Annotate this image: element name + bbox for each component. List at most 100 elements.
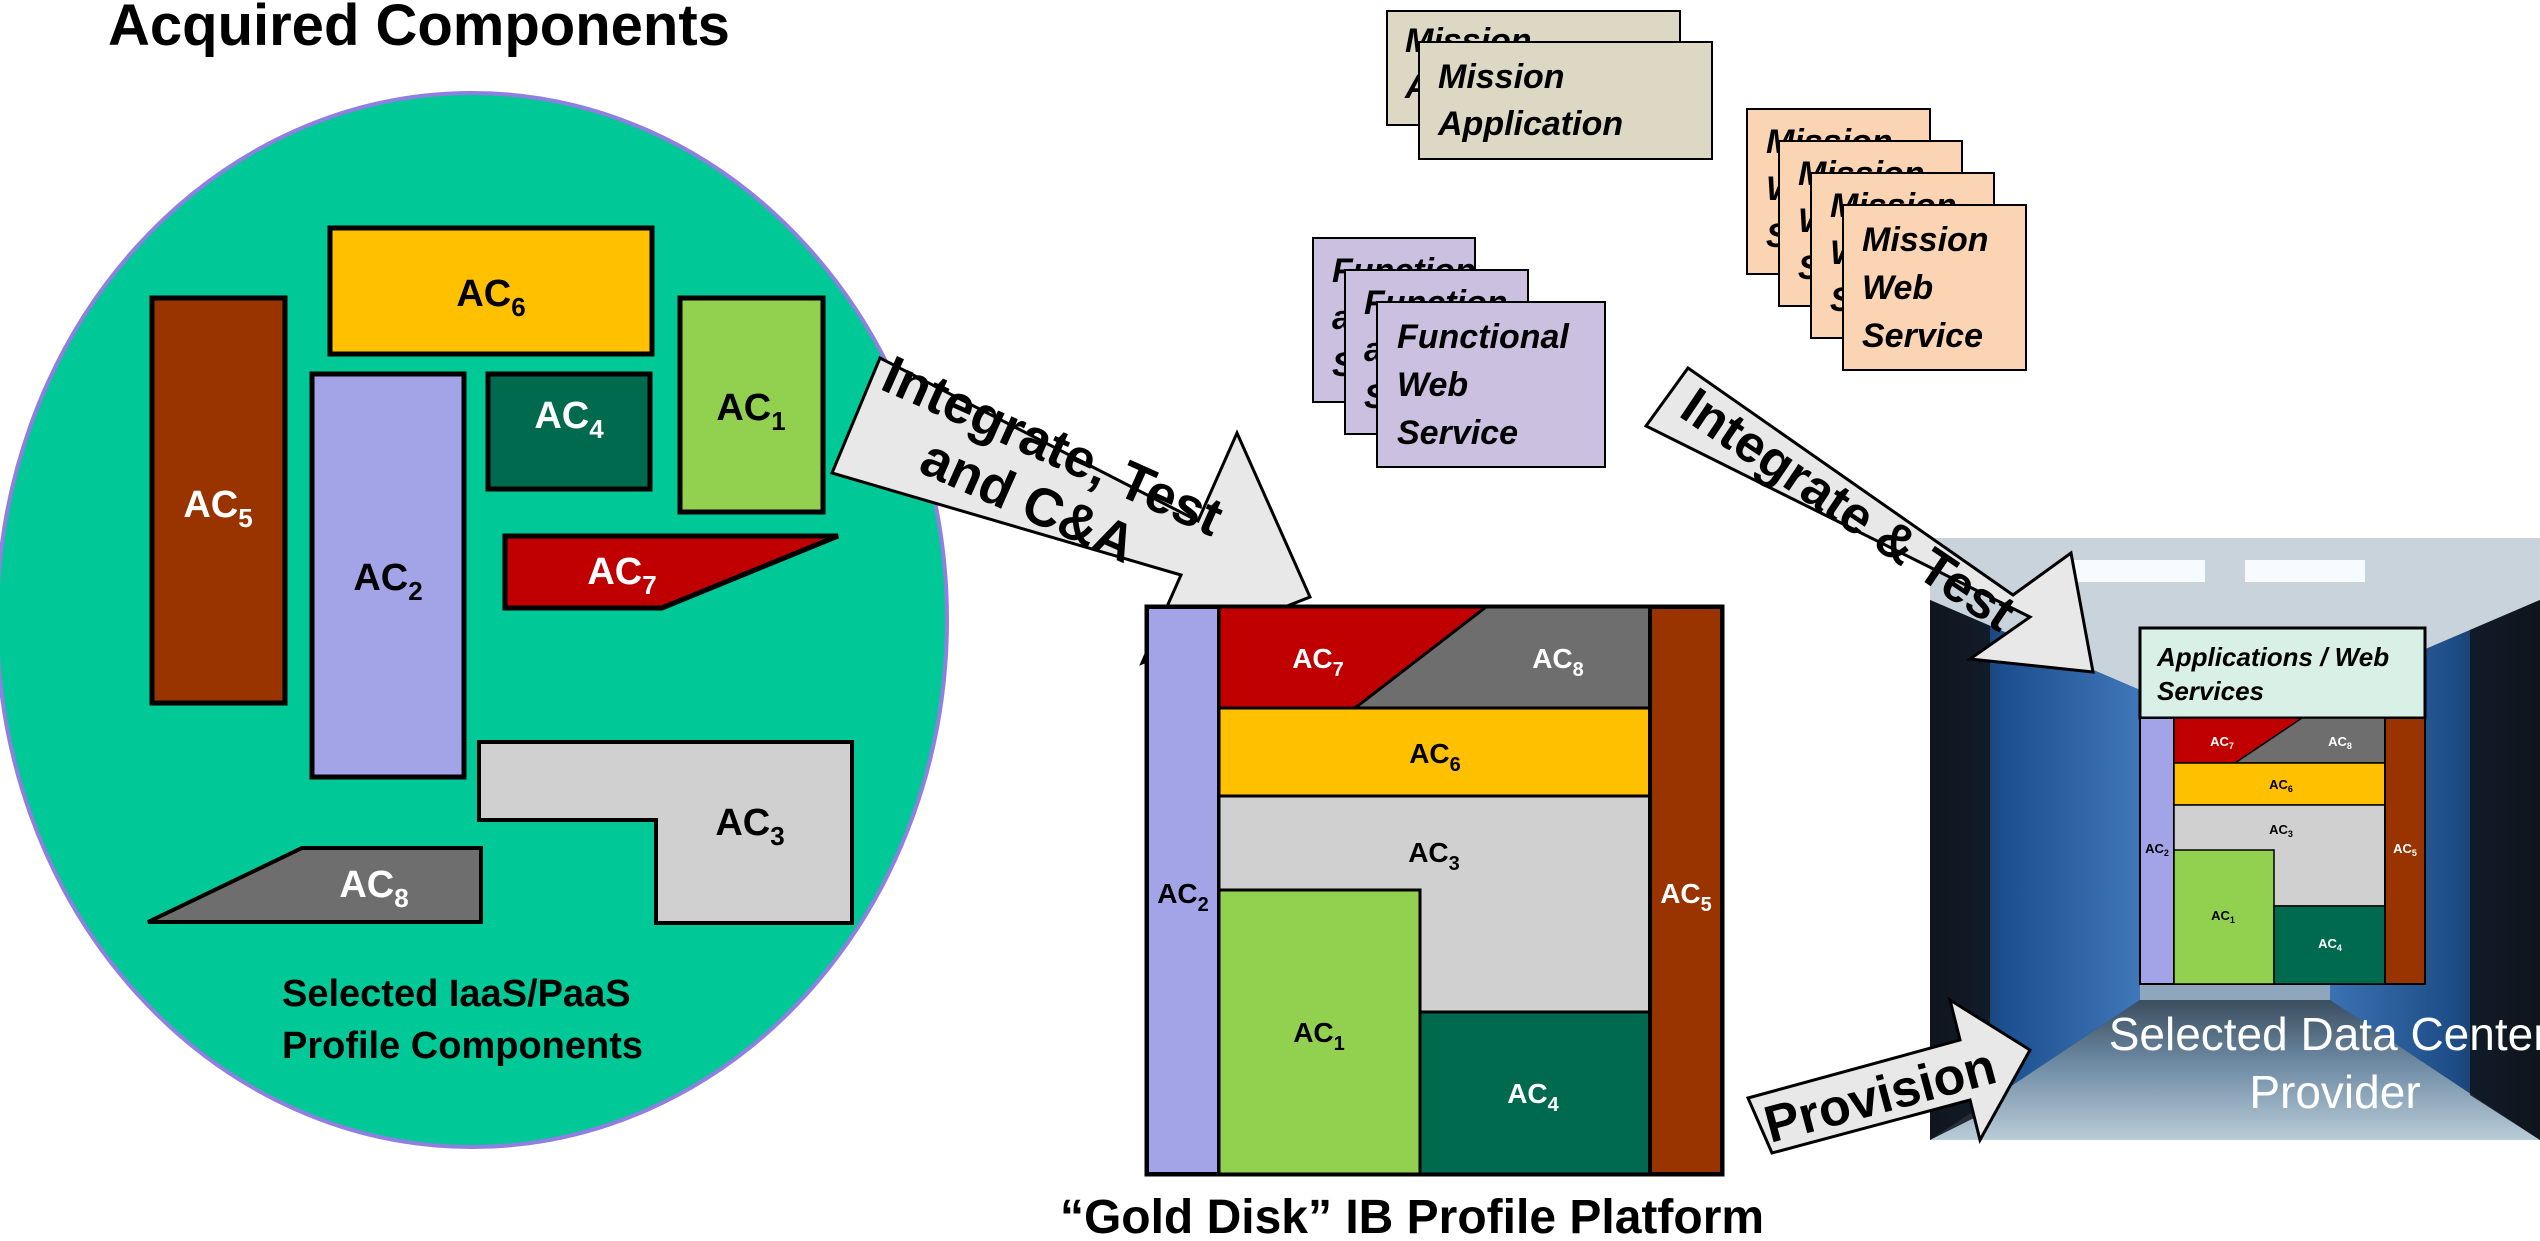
ac4-block: AC4 — [485, 371, 653, 492]
mini-ac5-sub: 5 — [2412, 848, 2417, 858]
ac2-subscript: 2 — [408, 576, 422, 606]
platform-ac6-subscript: 6 — [1450, 754, 1461, 776]
ac3-subscript: 3 — [770, 821, 784, 851]
svg-text:AC1: AC1 — [716, 387, 785, 436]
svg-text:AC5: AC5 — [2393, 841, 2417, 858]
mini-ac6-label: AC — [2269, 777, 2288, 792]
functional-web-service-stack: Function a S Function a S Functional Web… — [1312, 237, 1606, 468]
platform-ac6: AC6 — [1217, 706, 1652, 798]
platform-ac6-label: AC — [1409, 738, 1449, 769]
platform-ac7-subscript: 7 — [1333, 659, 1344, 681]
platform-ac4-label: AC — [1507, 1078, 1547, 1109]
ac7-label: AC — [587, 551, 642, 593]
datacenter-mini-platform: Applications / Web Services AC2 AC8 AC7 … — [2109, 626, 2540, 1118]
ac5-subscript: 5 — [238, 503, 252, 533]
svg-text:AC5: AC5 — [183, 484, 252, 533]
acquired-components-group: Acquired Components AC5 AC6 AC2 AC4 AC1 — [0, 0, 949, 1149]
platform-ac3-subscript: 3 — [1449, 853, 1460, 875]
mini-ac6-sub: 6 — [2288, 784, 2293, 794]
circle-caption-line-1: Selected IaaS/PaaS — [282, 973, 631, 1015]
platform-ac5: AC5 — [1648, 605, 1724, 1176]
svg-text:AC5: AC5 — [1660, 878, 1712, 916]
svg-text:AC2: AC2 — [2145, 841, 2169, 858]
ac6-label: AC — [456, 273, 511, 315]
mini-ac8-label: AC — [2328, 734, 2347, 749]
mini-ac2: AC2 — [2139, 717, 2175, 985]
functional-text-2: Web — [1397, 366, 1468, 404]
mini-ac2-label: AC — [2145, 841, 2164, 856]
platform-ac8-label: AC — [1532, 643, 1572, 674]
datacenter-caption-line-1: Selected Data Center/ — [2109, 1008, 2540, 1060]
platform-ac7: AC7 — [1217, 605, 1491, 710]
platform-ac2: AC2 — [1145, 605, 1221, 1176]
svg-text:AC4: AC4 — [534, 395, 604, 444]
applications-web-services-box — [2138, 626, 2427, 720]
functional-card-front — [1376, 301, 1606, 468]
platform-ac5-subscript: 5 — [1701, 894, 1712, 916]
svg-text:AC4: AC4 — [1507, 1078, 1559, 1116]
ac3-block: AC3 — [477, 740, 854, 925]
svg-text:AC7: AC7 — [1292, 643, 1344, 681]
mini-ac1: AC1 — [2173, 849, 2275, 985]
applications-box-text-2: Services — [2157, 676, 2264, 706]
ac3-label: AC — [715, 802, 770, 844]
title-acquired-components: Acquired Components — [108, 0, 730, 58]
mini-ac6: AC6 — [2173, 762, 2386, 806]
platform-ac5-label: AC — [1660, 878, 1700, 909]
mini-ac8-sub: 8 — [2347, 741, 2352, 751]
mini-ac1-sub: 1 — [2230, 915, 2235, 925]
platform-ac8-subscript: 8 — [1573, 659, 1584, 681]
ac1-label: AC — [716, 387, 771, 429]
svg-text:AC4: AC4 — [2318, 936, 2342, 953]
functional-text-1: Functional — [1397, 318, 1570, 356]
circle-caption-line-2: Profile Components — [282, 1025, 643, 1067]
mini-ac5-label: AC — [2393, 841, 2412, 856]
mission-application-text-2: Application — [1437, 105, 1623, 143]
mission-application-text-1: Mission — [1438, 58, 1565, 96]
svg-text:AC2: AC2 — [1157, 878, 1209, 916]
platform-ac2-subscript: 2 — [1198, 894, 1209, 916]
mini-ac1-label: AC — [2211, 908, 2230, 923]
mini-ac4-sub: 4 — [2337, 943, 2342, 953]
svg-text:AC8: AC8 — [339, 864, 408, 913]
mini-ac7-sub: 7 — [2229, 741, 2234, 751]
svg-text:AC1: AC1 — [1293, 1017, 1345, 1055]
ac5-block: AC5 — [149, 295, 288, 706]
svg-text:AC3: AC3 — [2269, 822, 2293, 839]
svg-text:AC6: AC6 — [1409, 738, 1461, 776]
ac6-subscript: 6 — [511, 292, 525, 322]
integrate-and-test-label: Integrate & Test — [1670, 377, 2025, 643]
mini-ac4-label: AC — [2318, 936, 2337, 951]
svg-text:AC3: AC3 — [715, 802, 784, 851]
mini-ac4: AC4 — [2273, 905, 2386, 985]
platform-ac7-label: AC — [1292, 643, 1332, 674]
ac8-block: AC8 — [147, 846, 483, 924]
svg-text:AC6: AC6 — [456, 273, 525, 322]
svg-text:AC3: AC3 — [1408, 837, 1460, 875]
svg-text:AC8: AC8 — [2328, 734, 2352, 751]
svg-text:AC1: AC1 — [2211, 908, 2235, 925]
mini-ac7-label: AC — [2210, 734, 2229, 749]
datacenter-caption-line-2: Provider — [2249, 1066, 2420, 1118]
ac1-block: AC1 — [677, 295, 826, 515]
ac4-subscript: 4 — [589, 414, 604, 444]
mini-ac3-sub: 3 — [2288, 829, 2293, 839]
mission-ws-text-3: Service — [1862, 317, 1983, 355]
mission-ws-text-2: Web — [1862, 269, 1933, 307]
platform-ac3-label: AC — [1408, 837, 1448, 868]
platform-ac1-subscript: 1 — [1334, 1033, 1345, 1055]
ac4-label: AC — [534, 395, 589, 437]
svg-text:AC6: AC6 — [2269, 777, 2293, 794]
ac6-block: AC6 — [327, 225, 655, 357]
gold-disk-platform: AC2 AC8 AC7 AC6 AC3 AC1 AC4 AC5 — [1060, 604, 1764, 1241]
ac2-block: AC2 — [309, 371, 467, 780]
svg-text:AC8: AC8 — [1532, 643, 1584, 681]
mini-ac3-label: AC — [2269, 822, 2288, 837]
svg-text:AC7: AC7 — [2210, 734, 2234, 751]
mission-application-card-front — [1418, 41, 1713, 160]
mission-ws-text-1: Mission — [1862, 221, 1989, 259]
platform-ac1-label: AC — [1293, 1017, 1333, 1048]
platform-ac4: AC4 — [1418, 1010, 1652, 1176]
functional-text-3: Service — [1397, 414, 1518, 452]
